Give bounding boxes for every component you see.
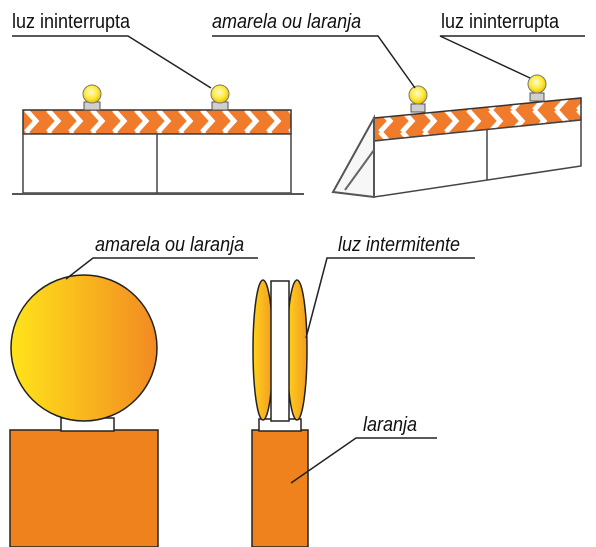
barricade-perspective-view	[331, 74, 582, 199]
leader-bottom-right-top	[305, 257, 475, 339]
barricade-board-stripes	[22, 109, 292, 135]
perspective-lamp-right	[527, 74, 547, 102]
perspective-lamp-left	[408, 85, 428, 113]
label-color-top: amarela ou laranja	[212, 11, 362, 33]
large-lamp-side	[251, 257, 475, 547]
label-steady-light-right: luz ininterrupta	[441, 11, 560, 33]
label-orange-body: laranja	[363, 414, 418, 436]
lamp-lens-left	[252, 279, 274, 421]
leader-bottom-right-body	[290, 437, 437, 484]
leader-top-left	[12, 35, 212, 89]
steady-lamp-right	[210, 84, 230, 111]
leader-top-right	[439, 35, 585, 79]
lamp-globe-front	[10, 274, 158, 422]
leader-top-center	[212, 35, 416, 89]
label-steady-light-left: luz ininterrupta	[12, 11, 131, 33]
perspective-side-leg	[331, 114, 375, 199]
steady-lamp-left	[82, 84, 102, 111]
large-lamp-front	[9, 257, 258, 547]
label-color-bottom: amarela ou laranja	[95, 234, 245, 256]
label-flashing-light: luz intermitente	[338, 234, 461, 256]
lamp-body-side	[251, 429, 309, 547]
lamp-housing-side	[270, 280, 290, 422]
lamp-lens-right	[286, 279, 308, 421]
leader-bottom-left	[65, 257, 258, 280]
top-leader-lines	[12, 35, 585, 89]
lamp-body-front	[9, 429, 159, 547]
barricade-front-view	[12, 84, 304, 195]
perspective-leg-brace	[344, 149, 375, 191]
